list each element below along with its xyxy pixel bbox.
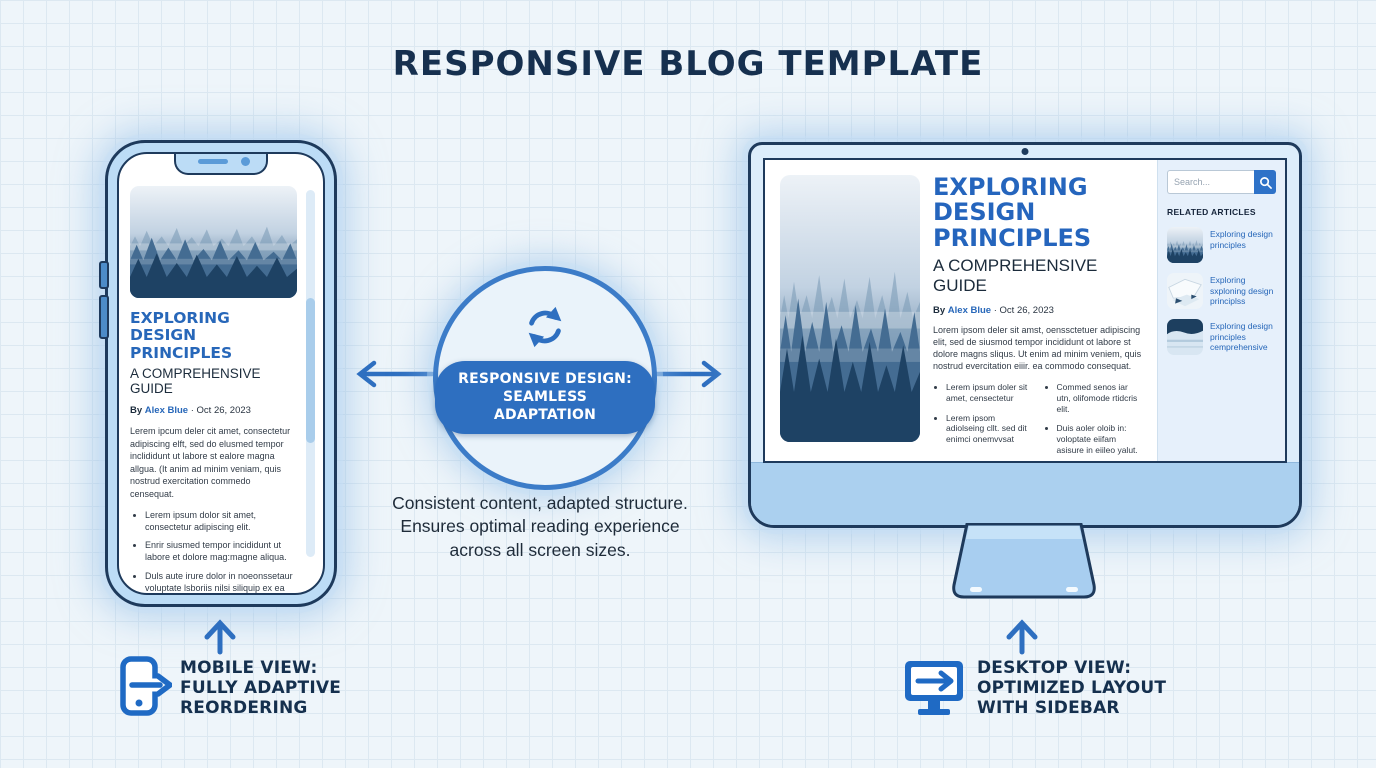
scrollbar-track[interactable] [306,190,315,557]
label-line: MOBILE VIEW: [180,658,318,678]
center-caption: Consistent content, adapted structure. E… [350,492,730,562]
phone-volume-button [99,295,109,339]
article-thumbnail [1167,227,1203,263]
search-input[interactable] [1167,170,1254,194]
related-article-label: Exploring design principles cemprehensiv… [1210,321,1273,353]
mobile-article: EXPLORING DESIGN PRINCIPLES A COMPREHENS… [130,186,297,593]
desktop-article: EXPLORING DESIGN PRINCIPLES A COMPREHENS… [765,160,1157,461]
phone-mockup: EXPLORING DESIGN PRINCIPLES A COMPREHENS… [99,140,337,607]
article-bullet-list-col1: Lerem ipsum doler sit amet, censectetur … [933,382,1034,461]
monitor-screen: EXPLORING DESIGN PRINCIPLES A COMPREHENS… [763,158,1287,463]
article-hero-image [130,186,297,298]
monitor-stand [952,523,1096,599]
bullet-item: Enrir siusmed tempor incididunt ut labor… [145,540,297,564]
article-title: EXPLORING DESIGN PRINCIPLES [130,309,233,362]
pill-line-1: RESPONSIVE DESIGN: [458,371,632,387]
byline-prefix: By [130,405,143,417]
article-paragraph: Lerem ipcum deler cit amet, consectetur … [130,426,291,500]
desktop-view-label: DESKTOP VIEW: OPTIMIZED LAYOUT WITH SIDE… [977,658,1166,718]
phone-screen: EXPLORING DESIGN PRINCIPLES A COMPREHENS… [117,152,325,595]
article-bullet-list: Lerem ipsum dolor sit amet, consectetur … [130,510,297,593]
webcam-dot-icon [1021,148,1029,155]
mobile-export-icon [120,656,172,716]
sidebar: RELATED ARTICLES Exploring design princi… [1157,160,1285,461]
label-line: DESKTOP VIEW: [977,658,1132,678]
related-article-item[interactable]: Exploring design principles cemprehensiv… [1167,319,1276,355]
related-article-label: Exploring sxploning design principlss [1210,275,1274,307]
search-button[interactable] [1254,170,1276,194]
author-link[interactable]: Alex Blue [144,405,189,417]
article-date: Oct 26, 2023 [999,305,1054,317]
search-icon [1259,176,1272,189]
article-meta: By Alex Blue · Oct 26, 2023 [130,405,297,416]
article-subtitle: A COMPREHENSIVE GUIDE [933,256,1098,296]
bullet-item: Duls aute irure dolor in noeonssetaur vo… [145,571,297,593]
sync-icon [528,306,562,348]
meta-separator: · [190,405,194,417]
label-line: WITH SIDEBAR [977,698,1120,719]
label-line: OPTIMIZED LAYOUT [977,678,1167,699]
page-title: RESPONSIVE BLOG TEMPLATE [392,44,984,84]
related-article-item[interactable]: Exploring sxploning design principlss [1167,273,1276,309]
scrollbar-thumb[interactable] [306,298,315,443]
caption-line: Consistent content, adapted structure. [392,493,688,513]
responsive-cycle-badge: RESPONSIVE DESIGN: SEAMLESS ADAPTATION [433,266,657,490]
label-line: REORDERING [180,698,308,719]
bullet-item: Lerem ipsum doler sit amet, censectetur [946,382,1034,404]
related-article-label: Exploring design principles [1210,229,1273,250]
desktop-mockup: EXPLORING DESIGN PRINCIPLES A COMPREHENS… [748,142,1302,528]
pill-line-2: SEAMLESS ADAPTATION [493,389,597,424]
bullet-item: Lerem ipsom adiolseing cllt. sed dit eni… [946,413,1034,446]
mobile-view-label: MOBILE VIEW: FULLY ADAPTIVE REORDERING [180,658,341,718]
article-subtitle: A COMPREHENSIVE GUIDE [130,366,261,397]
meta-separator: · [993,305,997,317]
left-arrow-icon [356,360,434,388]
bullet-item: Lerem ipsum dolor sit amet, consectetur … [145,510,297,534]
camera-dot-icon [241,157,250,166]
up-arrow-icon [204,619,236,655]
article-title: EXPLORING DESIGN PRINCIPLES [933,173,1092,252]
article-paragraph: Lorem ipsom deler sit amst, oenssctetuer… [933,325,1142,371]
author-link[interactable]: Alex Blue [947,305,992,317]
article-meta: By Alex Blue · Oct 26, 2023 [933,305,1144,316]
bullet-item: Commed senos iar utn, olifomode rtidcris… [1057,382,1145,415]
desktop-export-icon [905,661,963,715]
right-arrow-icon [644,360,722,388]
phone-notch [174,154,268,175]
caption-line: across all screen sizes. [449,539,631,560]
article-hero-image [780,175,920,442]
article-thumbnail [1167,319,1203,355]
related-articles-heading: RELATED ARTICLES [1167,207,1256,217]
search-bar [1167,170,1276,194]
caption-line: Ensures optimal reading experience [400,516,680,537]
label-line: FULLY ADAPTIVE [180,678,342,699]
byline-prefix: By [933,305,946,317]
phone-volume-button [99,261,109,289]
up-arrow-icon [1006,619,1038,655]
article-date: Oct 26, 2023 [196,405,251,417]
speaker-pill [198,159,228,164]
article-thumbnail [1167,273,1203,309]
bullet-item: Duis aoler oloib in: voloptate eiifam as… [1057,423,1145,456]
related-article-item[interactable]: Exploring design principles [1167,227,1276,263]
article-bullet-list-col2: Commed senos iar utn, olifomode rtidcris… [1044,382,1145,461]
responsive-design-pill: RESPONSIVE DESIGN: SEAMLESS ADAPTATION [435,361,655,434]
monitor-chin [751,462,1299,525]
